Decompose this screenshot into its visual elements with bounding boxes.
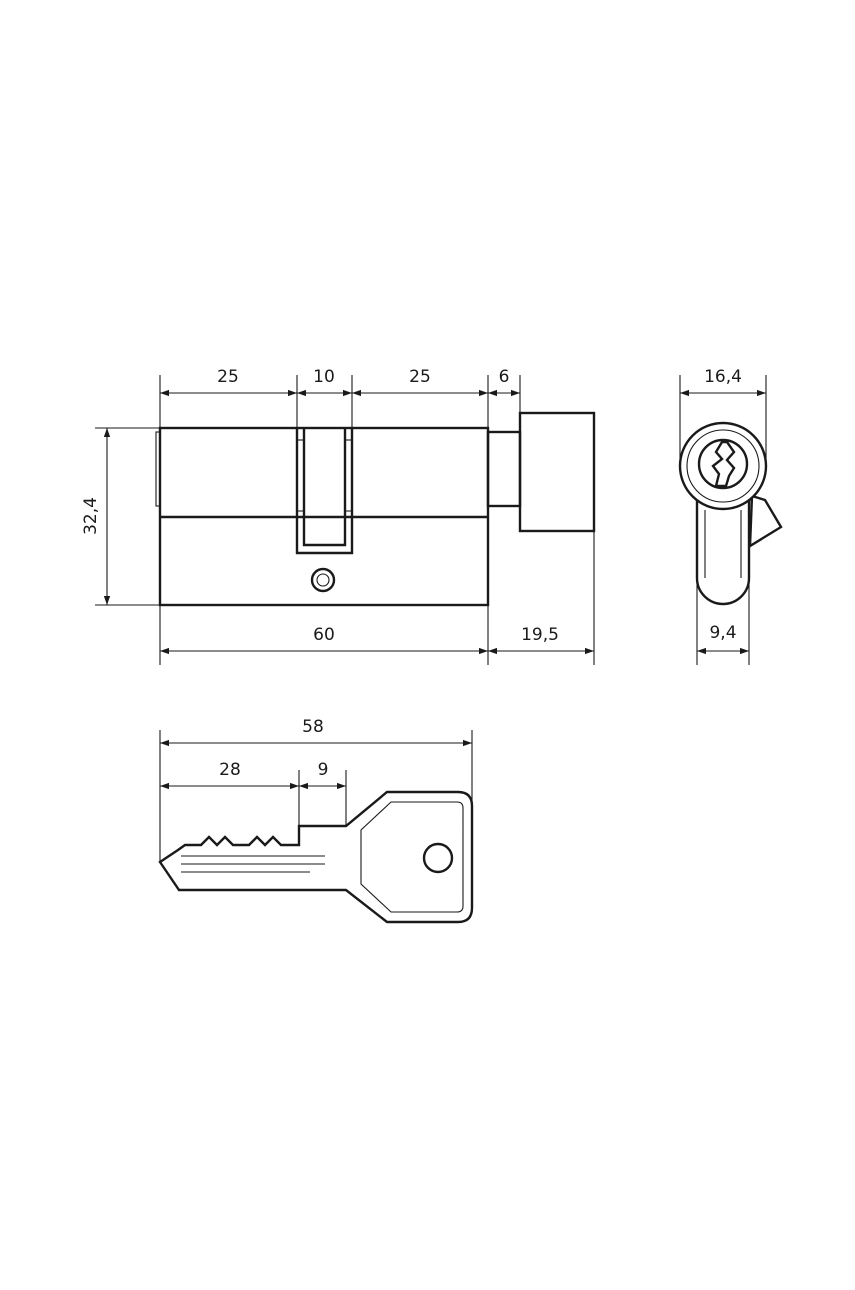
thumb-turn-knob xyxy=(518,411,596,533)
key-outline xyxy=(158,790,474,924)
key-hole xyxy=(422,842,454,874)
cylinder-side-view: 16,4 9,4 xyxy=(678,367,783,665)
cylinder-profile-lower xyxy=(695,500,751,606)
dim-label-key-shoulder: 9 xyxy=(318,760,329,780)
dim-label-side-width: 16,4 xyxy=(704,367,742,387)
keyway xyxy=(711,440,736,488)
screw-hole-inner xyxy=(316,573,330,587)
dim-label-lower-width: 9,4 xyxy=(709,623,736,643)
cylinder-front-view: 25 10 25 6 32,4 60 19,5 xyxy=(81,367,596,665)
dim-label-cam: 10 xyxy=(313,367,335,387)
knob-shaft xyxy=(486,430,522,508)
key-bow-inner xyxy=(360,801,464,913)
dim-label-key-blade: 28 xyxy=(219,760,241,780)
dim-label-knob-length: 19,5 xyxy=(521,625,559,645)
cylinder-head-outer xyxy=(678,421,768,511)
dim-label-height: 32,4 xyxy=(81,497,101,535)
cylinder-left-plate xyxy=(155,431,161,507)
cam-slot xyxy=(295,428,354,555)
cylinder-head-ring xyxy=(686,429,760,503)
key-plug xyxy=(697,438,749,490)
thumb-turn-tab xyxy=(748,494,783,549)
key-view: 58 28 9 xyxy=(158,717,474,924)
dim-label-gap: 6 xyxy=(499,367,510,387)
screw-hole-outer xyxy=(310,567,336,593)
cam xyxy=(302,428,347,547)
dim-label-right-body: 25 xyxy=(409,367,431,387)
dim-label-total-length: 60 xyxy=(313,625,335,645)
dim-label-key-total: 58 xyxy=(302,717,324,737)
dim-label-left-body: 25 xyxy=(217,367,239,387)
